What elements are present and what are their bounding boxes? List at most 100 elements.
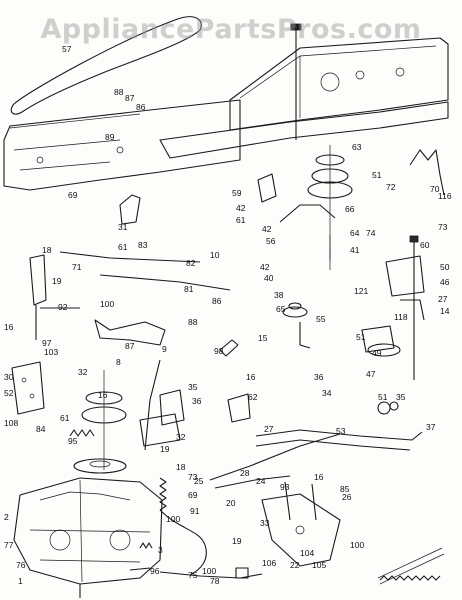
bracket-71: [29, 254, 47, 306]
part-callout: 14: [440, 306, 450, 316]
part-callout: 59: [232, 188, 242, 198]
part-callout: 2: [4, 512, 9, 522]
part-callout: 62: [248, 392, 258, 402]
plate-hole: [295, 525, 305, 535]
frame-hole: [320, 72, 340, 92]
part-callout: 100: [202, 566, 216, 576]
bracket-59: [257, 173, 277, 203]
frame-right-front: [159, 101, 449, 159]
washer-35: [389, 401, 399, 411]
transaxle-detail: [29, 479, 151, 583]
part-callout: 42: [260, 262, 270, 272]
part-callout: 104: [300, 548, 314, 558]
pulley-3-inner: [89, 460, 111, 468]
bracket-73: [159, 389, 185, 426]
pulley-3: [73, 458, 127, 474]
part-callout: 61: [236, 215, 246, 225]
rod-22: [214, 475, 291, 489]
bracket-46: [385, 255, 425, 297]
frame-left-edge: [9, 113, 141, 171]
hose-93: [159, 509, 207, 576]
frame-hole: [36, 156, 44, 164]
part-callout: 32: [78, 367, 88, 377]
part-callout: 27: [438, 294, 448, 304]
part-callout: 10: [210, 250, 220, 260]
part-callout: 18: [176, 462, 186, 472]
part-callout: 85: [340, 484, 350, 494]
part-callout: 15: [258, 333, 268, 343]
part-callout: 16: [98, 390, 108, 400]
part-callout: 103: [44, 347, 58, 357]
spring-95: [69, 429, 95, 437]
part-callout: 61: [60, 413, 70, 423]
part-callout: 118: [394, 312, 408, 322]
part-callout: 22: [290, 560, 300, 570]
frame-hole: [355, 70, 365, 80]
part-callout: 97: [42, 338, 52, 348]
part-callout: 95: [68, 436, 78, 446]
part-callout: 121: [354, 286, 368, 296]
frame-hole: [395, 67, 405, 77]
bracket-31: [119, 194, 141, 225]
part-callout: 16: [314, 472, 324, 482]
bracket-78: [235, 567, 249, 579]
part-callout: 63: [352, 142, 362, 152]
frame-hole: [116, 146, 124, 154]
part-callout: 35: [396, 392, 406, 402]
plate-69: [139, 413, 181, 447]
part-callout: 46: [440, 277, 450, 287]
rod-42: [299, 322, 311, 349]
part-callout: 37: [426, 422, 436, 432]
rod-81: [99, 274, 231, 291]
bolt-hole: [21, 377, 27, 383]
part-callout: 108: [4, 418, 18, 428]
part-callout: 40: [264, 273, 274, 283]
part-callout: 26: [342, 492, 352, 502]
part-callout: 51: [356, 332, 366, 342]
part-callout: 64: [350, 228, 360, 238]
spring-91: [159, 477, 167, 511]
bolt-hole: [29, 393, 35, 399]
part-callout: 105: [312, 560, 326, 570]
part-callout: 53: [336, 426, 346, 436]
pulley-47: [367, 343, 401, 357]
part-callout: 66: [345, 204, 355, 214]
part-callout: 70: [430, 184, 440, 194]
part-callout: 41: [350, 245, 360, 255]
part-callout: 91: [190, 506, 200, 516]
idler-pulley-38: [282, 306, 308, 318]
rod-97: [144, 359, 161, 451]
spring-70: [409, 149, 445, 196]
part-callout: 27: [264, 424, 274, 434]
part-callout: 38: [274, 290, 284, 300]
part-callout: 69: [188, 490, 198, 500]
idler-pulley-38-b: [288, 302, 302, 310]
part-callout: 47: [366, 369, 376, 379]
bracket-49: [361, 325, 395, 353]
rod-74: [159, 571, 263, 579]
part-callout: 72: [386, 182, 396, 192]
part-callout: 84: [36, 424, 46, 434]
part-callout: 100: [350, 540, 364, 550]
transaxle: [13, 477, 163, 585]
part-callout: 87: [125, 341, 135, 351]
bolt-51-head: [290, 23, 302, 31]
part-callout: 18: [42, 245, 52, 255]
part-callout: 25: [194, 476, 204, 486]
part-callout: 77: [4, 540, 14, 550]
part-callout: 51: [372, 170, 382, 180]
frame-left: [3, 99, 241, 191]
part-callout: 57: [62, 44, 72, 54]
part-callout: 20: [226, 498, 236, 508]
rod-77: [129, 567, 151, 571]
rod-104: [284, 481, 291, 521]
part-callout: 28: [240, 468, 250, 478]
part-callout: 50: [440, 262, 450, 272]
shaft-121-cap: [409, 235, 419, 243]
part-callout: 3: [158, 545, 163, 555]
part-callout: 74: [366, 228, 376, 238]
part-callout: 100: [100, 299, 114, 309]
part-callout: 89: [105, 132, 115, 142]
